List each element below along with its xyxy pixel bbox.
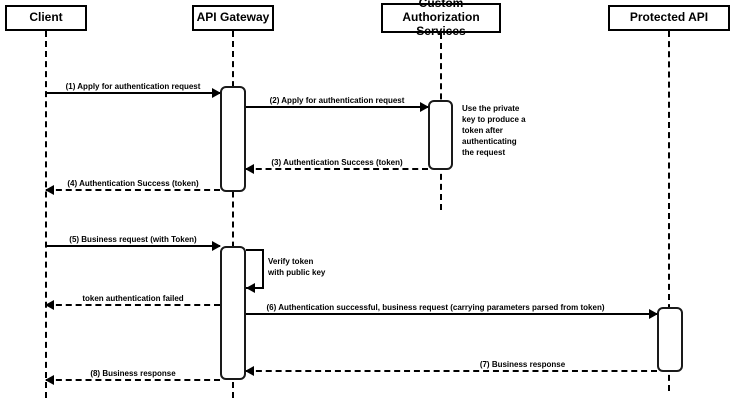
activation-custom-authorization-services	[428, 100, 453, 170]
arrowhead-icon	[45, 185, 54, 195]
message-line	[246, 313, 657, 315]
lifeline-client	[45, 31, 47, 398]
message-label: (3) Authentication Success (token)	[271, 158, 403, 167]
message-7-business-response: (7) Business response	[245, 358, 657, 376]
arrowhead-icon	[420, 102, 429, 112]
actor-custom-authorization-services: Custom Authorization Services	[381, 0, 501, 38]
actor-client-label: Client	[29, 10, 63, 25]
actor-client: Client	[5, 5, 87, 31]
activation-protected-api	[657, 307, 683, 372]
self-message-verify-token-label: Verify token with public key	[268, 257, 326, 277]
arrowhead-icon	[212, 241, 221, 251]
lifeline-protected-api	[668, 31, 670, 391]
message-line	[46, 189, 220, 191]
message-2-apply-authentication: (2) Apply for authentication request	[246, 94, 429, 112]
arrowhead-icon	[245, 164, 254, 174]
arrowhead-icon	[649, 309, 658, 319]
message-label: (5) Business request (with Token)	[69, 235, 197, 244]
actor-protected-api-label: Protected API	[629, 10, 709, 25]
activation-api-gateway-auth	[220, 86, 246, 192]
message-6-auth-successful-business-request: (6) Authentication successful, business …	[246, 301, 658, 319]
arrowhead-icon	[212, 88, 221, 98]
message-label: (8) Business response	[90, 369, 176, 378]
message-label: (2) Apply for authentication request	[269, 96, 405, 105]
arrowhead-icon	[45, 375, 54, 385]
message-8-business-response: (8) Business response	[45, 367, 220, 385]
message-label: token authentication failed	[82, 294, 184, 303]
message-4-auth-success: (4) Authentication Success (token)	[45, 177, 220, 195]
message-1-apply-authentication: (1) Apply for authentication request	[46, 80, 221, 98]
message-line	[46, 245, 220, 247]
message-line	[246, 168, 428, 170]
lifeline-api-gateway	[232, 31, 234, 398]
self-message-verify-token-loop	[246, 249, 264, 293]
message-line	[46, 92, 220, 94]
actor-api-gateway-label: API Gateway	[196, 10, 270, 25]
message-label: (4) Authentication Success (token)	[67, 179, 199, 188]
message-line	[246, 106, 428, 108]
arrowhead-icon	[246, 283, 255, 293]
message-line	[46, 379, 220, 381]
message-token-auth-failed: token authentication failed	[45, 292, 220, 310]
arrowhead-icon	[45, 300, 54, 310]
message-label: (7) Business response	[479, 360, 566, 369]
arrowhead-icon	[245, 366, 254, 376]
actor-custom-authorization-services-label: Custom Authorization Services	[402, 0, 480, 38]
note-use-private-key: Use the private key to produce a token a…	[462, 104, 526, 157]
actor-protected-api: Protected API	[608, 5, 730, 31]
actor-api-gateway: API Gateway	[192, 5, 274, 31]
message-line	[46, 304, 220, 306]
message-5-business-request: (5) Business request (with Token)	[46, 233, 221, 251]
message-line	[246, 370, 657, 372]
message-3-auth-success: (3) Authentication Success (token)	[245, 156, 428, 174]
message-label: (6) Authentication successful, business …	[266, 303, 605, 312]
message-label: (1) Apply for authentication request	[65, 82, 201, 91]
activation-api-gateway-business	[220, 246, 246, 380]
